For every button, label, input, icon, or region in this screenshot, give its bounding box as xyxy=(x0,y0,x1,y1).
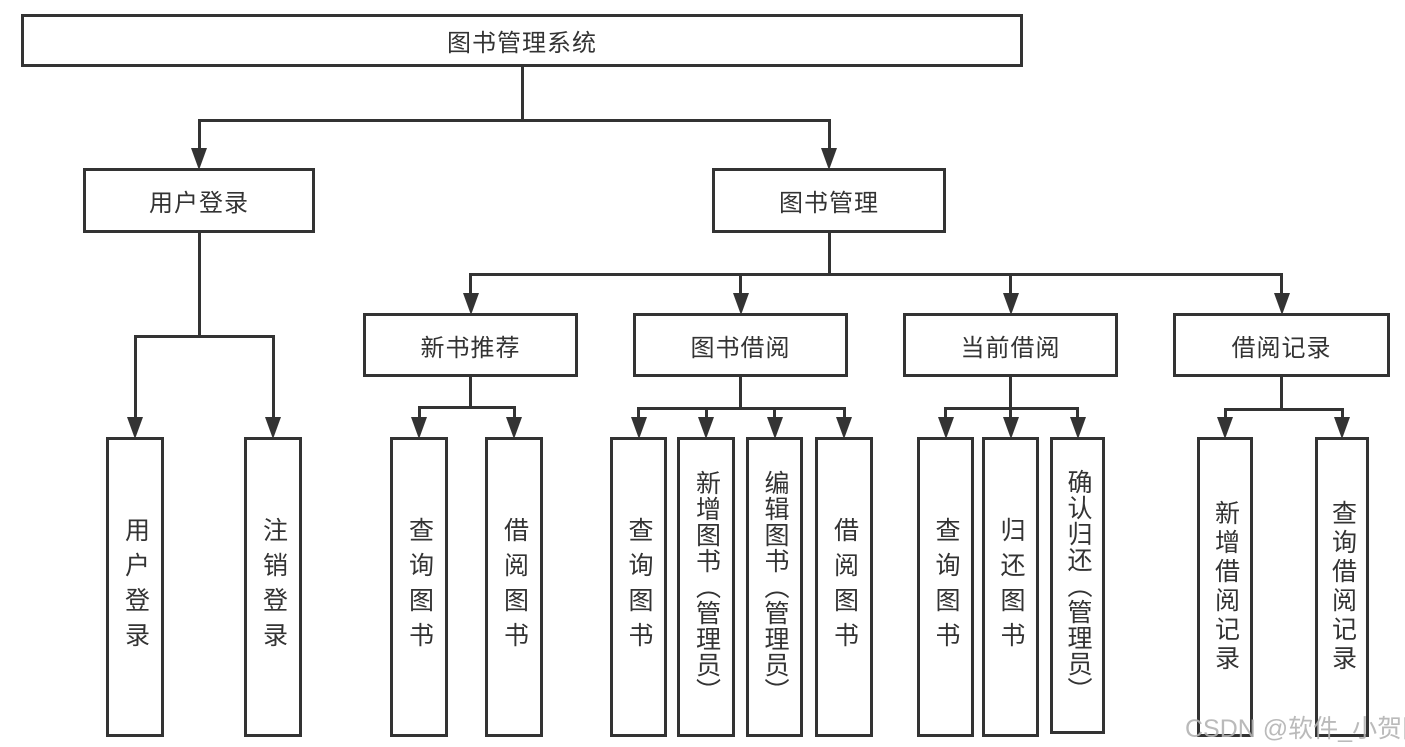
arrow-down-icon xyxy=(937,417,954,439)
node-label: 查询图书 xyxy=(405,517,434,657)
connector-line xyxy=(827,233,831,276)
arrow-down-icon xyxy=(630,417,647,439)
node-new-book-recommend: 新书推荐 xyxy=(363,313,578,377)
connector-line xyxy=(1009,273,1012,297)
connector-line xyxy=(1280,377,1283,411)
arrow-down-icon xyxy=(411,417,427,439)
connector-line xyxy=(197,233,201,338)
arrow-down-icon xyxy=(821,148,837,170)
node-label: 查询图书 xyxy=(932,517,960,657)
connector-line xyxy=(739,273,742,297)
node-leaf-edit-book: 编辑图书（管理员） xyxy=(746,437,803,737)
arrow-down-icon xyxy=(732,293,749,315)
connector-line xyxy=(1223,408,1227,421)
node-label: 图书管理系统 xyxy=(447,30,597,57)
connector-line xyxy=(773,407,776,421)
node-borrowing-records: 借阅记录 xyxy=(1173,313,1390,377)
connector-line xyxy=(1340,408,1344,421)
arrow-down-icon xyxy=(1334,417,1350,439)
arrow-down-icon xyxy=(191,148,207,170)
arrow-down-icon xyxy=(1069,417,1086,439)
node-leaf-borrow-book-2: 借阅图书 xyxy=(815,437,873,737)
arrow-down-icon xyxy=(506,417,522,439)
node-label: 查询图书 xyxy=(625,517,653,657)
connector-line xyxy=(197,119,201,152)
node-label: 借阅记录 xyxy=(1231,334,1332,362)
connector-line xyxy=(271,335,275,421)
node-leaf-return-book: 归还图书 xyxy=(982,437,1039,737)
node-book-management: 图书管理 xyxy=(712,168,946,233)
connector-line xyxy=(1076,407,1079,421)
node-label: 新书推荐 xyxy=(420,334,521,362)
connector-line xyxy=(469,377,472,409)
node-label: 当前借阅 xyxy=(960,334,1061,362)
node-leaf-add-book: 新增图书（管理员） xyxy=(677,437,735,737)
node-leaf-confirm-return: 确认归还（管理员） xyxy=(1050,437,1105,734)
connector-line xyxy=(417,406,516,409)
node-label: 归还图书 xyxy=(997,517,1025,657)
node-leaf-user-login: 用户登录 xyxy=(106,437,164,737)
arrow-down-icon xyxy=(1217,417,1233,439)
arrow-down-icon xyxy=(1002,417,1019,439)
connector-line xyxy=(469,273,1283,276)
arrow-down-icon xyxy=(1002,293,1019,315)
arrow-down-icon xyxy=(1273,293,1290,315)
connector-line xyxy=(944,407,947,421)
connector-line xyxy=(842,407,846,421)
node-current-borrowing: 当前借阅 xyxy=(903,313,1118,377)
connector-line xyxy=(133,335,137,421)
connector-line xyxy=(637,407,846,410)
arrow-down-icon xyxy=(127,417,143,439)
node-label: 新增借阅记录 xyxy=(1211,500,1240,674)
arrow-down-icon xyxy=(265,417,281,439)
connector-line xyxy=(1223,408,1344,411)
node-label: 图书借阅 xyxy=(690,334,791,362)
node-leaf-borrow-book-1: 借阅图书 xyxy=(485,437,543,737)
connector-line xyxy=(1280,273,1283,297)
node-label: 确认归还（管理员） xyxy=(1064,468,1092,703)
connector-line xyxy=(739,377,742,410)
node-leaf-query-book-3: 查询图书 xyxy=(917,437,974,737)
connector-line xyxy=(469,273,472,297)
node-label: 注销登录 xyxy=(259,517,288,657)
connector-line xyxy=(520,67,524,122)
node-label: 新增图书（管理员） xyxy=(692,470,721,704)
node-book-borrowing: 图书借阅 xyxy=(633,313,848,377)
connector-line xyxy=(1009,377,1012,410)
arrow-down-icon xyxy=(462,293,479,315)
node-leaf-add-record: 新增借阅记录 xyxy=(1197,437,1253,737)
csdn-watermark: CSDN @软件_小贺同学 xyxy=(1185,715,1405,743)
node-label: 查询借阅记录 xyxy=(1328,500,1357,674)
node-label: 用户登录 xyxy=(121,517,150,657)
node-label: 图书管理 xyxy=(779,190,879,217)
node-label: 借阅图书 xyxy=(500,517,529,657)
node-root: 图书管理系统 xyxy=(21,14,1023,67)
connector-line xyxy=(197,119,831,122)
connector-line xyxy=(133,335,275,338)
connector-line xyxy=(417,406,421,421)
node-leaf-query-book-1: 查询图书 xyxy=(390,437,448,737)
connector-line xyxy=(637,407,640,421)
node-label: 借阅图书 xyxy=(830,517,859,657)
connector-line xyxy=(512,406,516,421)
arrow-down-icon xyxy=(836,417,852,439)
connector-line xyxy=(1009,407,1012,421)
node-user-login-group: 用户登录 xyxy=(83,168,315,233)
node-leaf-query-book-2: 查询图书 xyxy=(610,437,667,737)
node-leaf-logout: 注销登录 xyxy=(244,437,302,737)
connector-line xyxy=(704,407,708,421)
node-label: 用户登录 xyxy=(149,190,249,217)
arrow-down-icon xyxy=(698,417,714,439)
arrow-down-icon xyxy=(766,417,783,439)
node-leaf-query-record: 查询借阅记录 xyxy=(1315,437,1369,737)
node-label: 编辑图书（管理员） xyxy=(761,470,789,704)
connector-line xyxy=(827,119,831,152)
